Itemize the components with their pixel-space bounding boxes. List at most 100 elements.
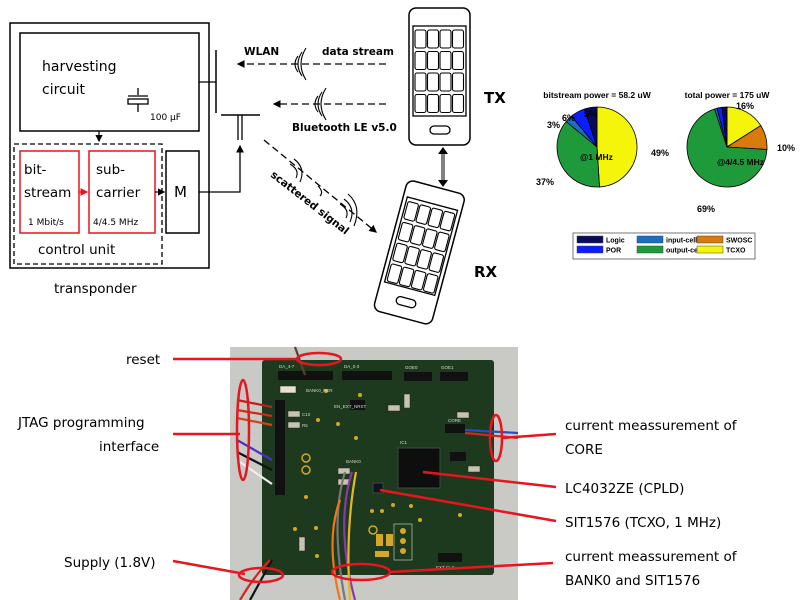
app-icon: [426, 29, 440, 49]
app-icon: [451, 72, 465, 92]
power-pie-charts: bitstream power = 58.2 uW49%37%3%6%5%@1 …: [536, 90, 795, 214]
app-icon: [414, 29, 427, 49]
pie-slice-label: 16%: [736, 101, 754, 111]
supply-highlight: [237, 566, 285, 584]
app-icon: [439, 210, 456, 232]
silk-da47: DA_4-7: [279, 364, 295, 369]
app-icon: [428, 252, 445, 273]
wireless-links: WLAN data stream Bluetooth LE v5.0 scatt…: [236, 46, 397, 237]
scattered-signal-label: scattered signal: [268, 169, 351, 237]
harvesting-label-line2: circuit: [42, 82, 85, 98]
silk-ext-clk: EXT CLK: [436, 565, 455, 570]
app-icon: [439, 93, 452, 114]
pie-slice-label: 6%: [562, 113, 575, 123]
bank-label-line1: current meassurement of: [565, 549, 738, 565]
pie-title: bitstream power = 58.2 uW: [543, 90, 651, 100]
app-icon: [404, 245, 420, 267]
app-icon: [451, 50, 465, 71]
wave-icon: [294, 47, 307, 81]
transponder-label: transponder: [54, 281, 137, 297]
silk-r5: R5: [302, 423, 308, 428]
pie-slice-output-cell: [556, 120, 600, 188]
cpld-chip: [397, 447, 441, 489]
app-icon: [451, 93, 465, 114]
legend-label: POR: [606, 248, 621, 255]
app-icon: [427, 207, 444, 229]
legend-label: input-cell: [666, 238, 697, 245]
app-icon: [426, 93, 440, 114]
supply-label: Supply (1.8V): [64, 555, 156, 571]
app-icon: [410, 269, 427, 291]
silk-ic1: IC1: [400, 440, 408, 445]
app-icon: [426, 50, 440, 71]
silk-bank0: BANK0: [346, 459, 361, 464]
wave-icon: [314, 87, 327, 121]
bitstream-rate: 1 Mbit/s: [28, 218, 64, 228]
app-icon: [414, 50, 427, 71]
bitstream-label-line1: bit-: [24, 162, 47, 178]
app-icon: [386, 263, 403, 284]
legend-label: SWOSC: [726, 238, 752, 245]
pie-slice-label: 3%: [547, 120, 560, 130]
pie-chart-1: bitstream power = 58.2 uW49%37%3%6%5%@1 …: [536, 90, 669, 188]
rx-label: RX: [474, 263, 498, 281]
pie-slice-tcxo: [596, 106, 638, 188]
harvesting-label-line1: harvesting: [42, 59, 117, 75]
silk-goe1: GOE1: [441, 365, 454, 370]
app-icon: [422, 273, 439, 294]
silk-da03: DA_0-3: [344, 364, 360, 369]
pie-slice-label: 5%: [584, 109, 597, 119]
pie-slice-label: 10%: [777, 143, 795, 153]
jtag-highlight: [235, 378, 251, 482]
legend-swatch-output-cell: [636, 245, 664, 254]
pie-annotation: @4/4.5 MHz: [717, 157, 764, 167]
bluetooth-label: Bluetooth LE v5.0: [292, 122, 397, 134]
silk-en-ext-nrst: EN_EXT_NRST: [334, 404, 367, 409]
app-icon: [398, 266, 415, 288]
pie-slice-logic: [721, 106, 728, 148]
app-icon: [414, 93, 427, 114]
core-label-line2: CORE: [565, 442, 603, 458]
legend-swatch-input-cell: [636, 235, 664, 244]
capacitor-value: 100 µF: [150, 113, 181, 123]
reset-highlight: [295, 351, 343, 367]
silk-core: CORE: [448, 418, 461, 423]
control-unit-box: [13, 143, 163, 265]
app-icon: [392, 242, 408, 264]
pie-title: total power = 175 uW: [685, 90, 771, 100]
legend-label: Logic: [606, 238, 625, 245]
pie-annotation: @1 MHz: [580, 152, 613, 162]
transponder-box: [9, 22, 210, 269]
app-icon: [439, 72, 452, 92]
legend-swatch-tcxo: [696, 245, 724, 254]
tx-phone: [408, 7, 471, 146]
app-icon: [451, 29, 465, 49]
pie-slice-label: 69%: [697, 204, 715, 214]
app-icon: [414, 72, 427, 92]
cpld-label: LC4032ZE (CPLD): [565, 481, 684, 497]
app-icon: [426, 72, 440, 92]
core-label-line1: current meassurement of: [565, 418, 738, 434]
bitstream-label-line2: stream: [24, 185, 71, 201]
ble-antenna-icon: [221, 114, 260, 140]
bank-label-line2: BANK0 and SIT1576: [565, 573, 700, 589]
legend-swatch-por: [576, 245, 604, 254]
tx-label: TX: [484, 89, 506, 107]
pie-slice-label: 49%: [651, 148, 669, 158]
pcb-annotations: [172, 351, 557, 584]
app-icon: [409, 225, 426, 246]
scattered-signal-arrow: [263, 139, 378, 233]
app-icon: [439, 29, 452, 49]
capacitor-icon: [127, 88, 149, 112]
wave-icon: [289, 158, 358, 227]
subcarrier-freq: 4/4.5 MHz: [93, 218, 138, 228]
tcxo-label: SIT1576 (TCXO, 1 MHz): [565, 515, 721, 531]
wlan-label: WLAN: [244, 46, 279, 58]
data-stream-label: data stream: [322, 46, 394, 58]
app-icon: [397, 221, 414, 243]
legend-swatch-logic: [576, 235, 604, 244]
app-icon: [416, 249, 432, 270]
